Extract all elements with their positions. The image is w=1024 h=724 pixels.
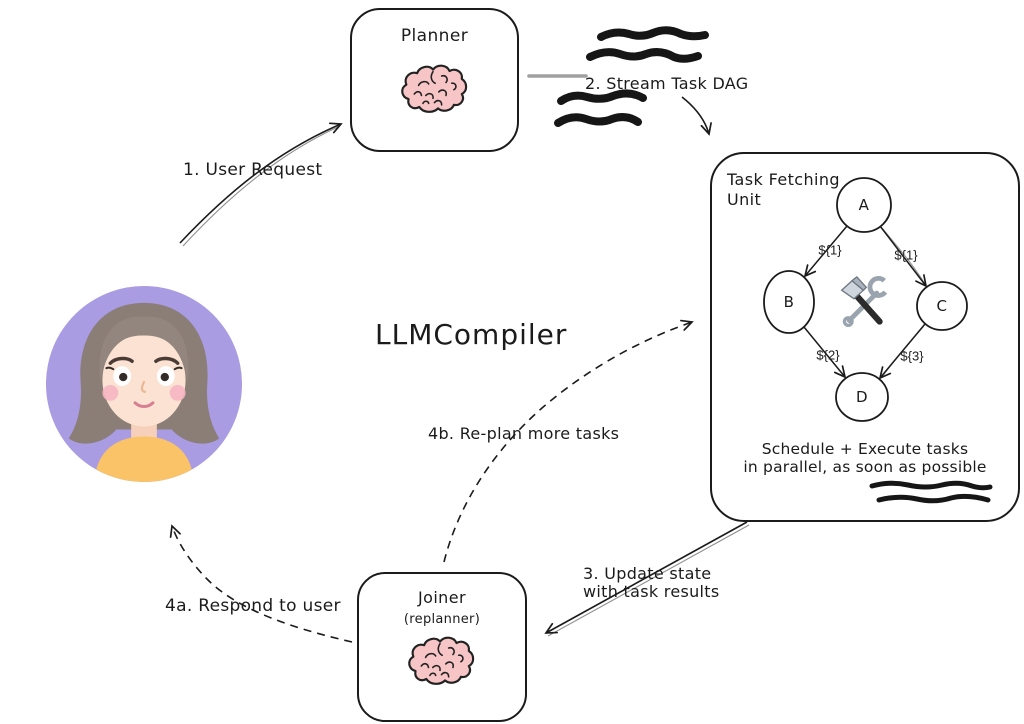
- avatar-eyes: [105, 366, 183, 386]
- brain-icon: [404, 634, 476, 688]
- dag-node-c-label: C: [936, 297, 948, 315]
- page-title: LLMCompiler: [375, 318, 568, 351]
- label-update-state: 3. Update state with task results: [583, 564, 720, 601]
- label-user-request: 1. User Request: [183, 160, 323, 180]
- label-respond-to-user: 4a. Respond to user: [165, 596, 341, 616]
- avatar-shirt: [94, 436, 194, 483]
- user-avatar: [45, 285, 243, 483]
- avatar-fringe: [99, 316, 189, 383]
- respond-to-user-arrow: [169, 524, 353, 643]
- avatar-nose: [140, 380, 147, 394]
- label-replan-more-tasks: 4b. Re-plan more tasks: [428, 424, 620, 443]
- stream-task-dag-arrow: [681, 96, 712, 136]
- dag-node-a-label: A: [858, 196, 870, 214]
- edge-label-c-d: ${3}: [900, 348, 924, 364]
- joiner-box: Joiner (replanner): [357, 572, 527, 722]
- edge-label-a-c: ${1}: [894, 247, 918, 263]
- task-fetching-unit-title: Task Fetching Unit: [727, 170, 840, 209]
- user-request-arrow: [179, 122, 343, 244]
- user-request-arrow-sketch: [182, 126, 339, 247]
- label-stream-task-dag: 2. Stream Task DAG: [585, 74, 749, 93]
- joiner-title: Joiner: [418, 588, 466, 607]
- avatar-mouth: [133, 401, 155, 409]
- dag-node-d-label: D: [855, 388, 869, 406]
- edge-label-a-b: ${1}: [818, 242, 842, 258]
- brain-icon: [397, 62, 469, 116]
- hammer-wrench-icon: [840, 275, 888, 328]
- planner-title: Planner: [400, 26, 469, 46]
- joiner-subtitle: (replanner): [403, 612, 481, 627]
- dag-node-b-label: B: [783, 293, 795, 311]
- avatar-cheek-left: [102, 384, 119, 401]
- avatar-eyebrows: [108, 356, 180, 365]
- edge-label-b-d: ${2}: [816, 347, 840, 363]
- avatar-cheek-right: [169, 384, 186, 401]
- schedule-caption: Schedule + Execute tasks in parallel, as…: [743, 440, 987, 476]
- planner-box: Planner: [350, 8, 519, 152]
